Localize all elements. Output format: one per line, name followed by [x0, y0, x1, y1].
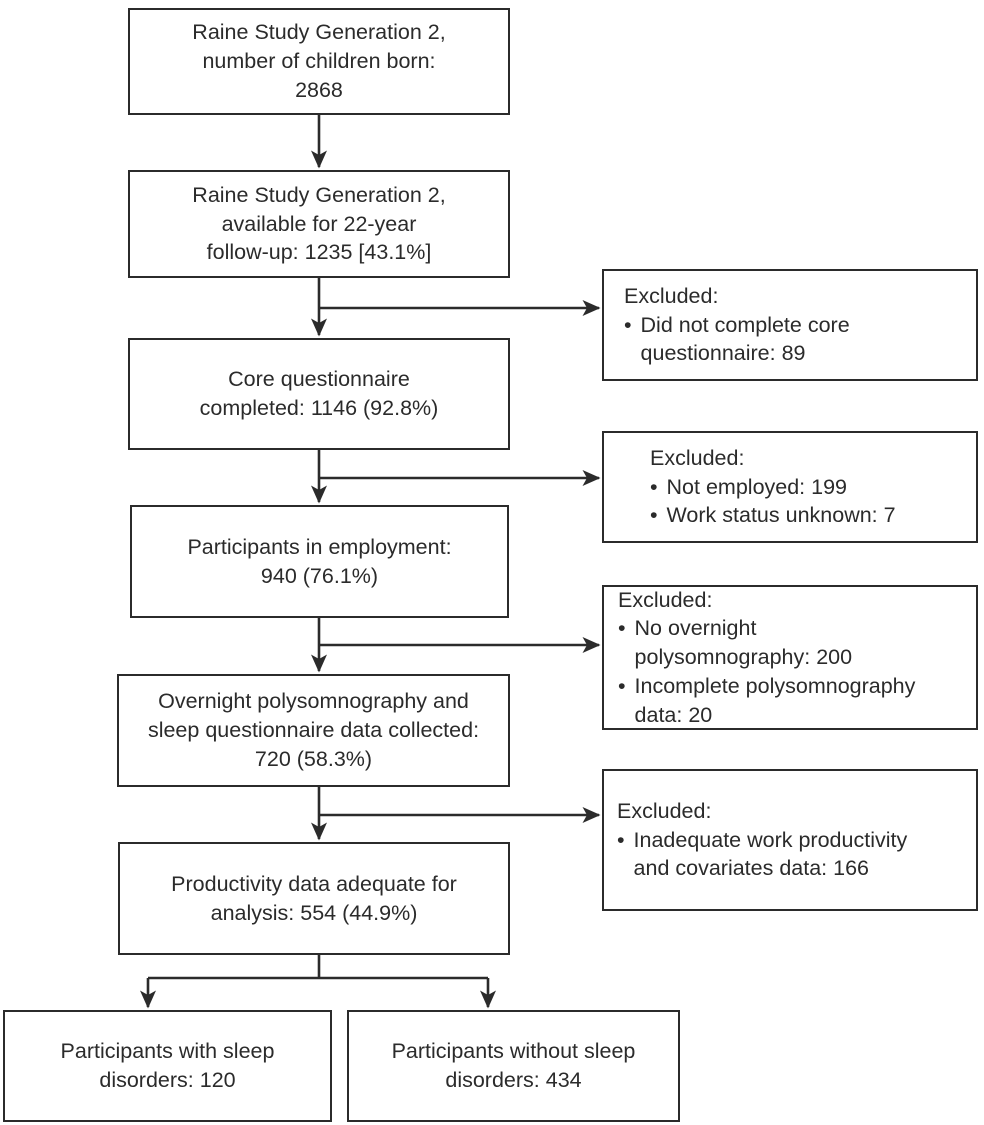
excluded-title: Excluded: [617, 798, 712, 823]
excluded-item-text: Did not complete core questionnaire: 89 [640, 312, 850, 366]
excluded-box-employment: Excluded: • Not employed: 199 • Work sta… [602, 431, 978, 543]
flow-box-polysomnography: Overnight polysomnography and sleep ques… [117, 674, 510, 787]
bullet-icon: • [618, 616, 626, 641]
excluded-item-text: No overnight polysomnography: 200 [634, 616, 853, 670]
excluded-item-text: Incomplete polysomnography data: 20 [634, 673, 916, 727]
excluded-box-core-questionnaire: Excluded: • Did not complete core questi… [602, 269, 978, 381]
flow-box-text: Participants in employment: 940 (76.1%) [187, 534, 452, 588]
flow-box-children-born: Raine Study Generation 2, number of chil… [128, 8, 510, 115]
flow-box-productivity-adequate: Productivity data adequate for analysis:… [118, 842, 510, 955]
flow-box-text: Core questionnaire completed: 1146 (92.8… [199, 367, 439, 420]
excluded-item: • Inadequate work productivity and covar… [617, 826, 966, 884]
excluded-title: Excluded: [618, 587, 713, 612]
excluded-item-text: Not employed: 199 [666, 474, 848, 499]
bullet-icon: • [618, 673, 626, 698]
outcome-box-without-sleep-disorders: Participants without sleep disorders: 43… [347, 1010, 680, 1122]
flow-box-text: Overnight polysomnography and sleep ques… [147, 689, 480, 771]
flow-box-text: Productivity data adequate for analysis:… [171, 871, 457, 925]
bullet-icon: • [650, 474, 658, 499]
flow-box-text: Raine Study Generation 2, number of chil… [192, 20, 446, 102]
bullet-icon: • [617, 827, 625, 852]
flow-box-core-questionnaire: Core questionnaire completed: 1146 (92.8… [128, 338, 510, 450]
excluded-item: • Did not complete core questionnaire: 8… [624, 311, 966, 369]
excluded-item-text: Work status unknown: 7 [666, 503, 896, 528]
flow-box-22-year-follow-up: Raine Study Generation 2, available for … [128, 170, 510, 278]
excluded-title: Excluded: [624, 283, 719, 308]
excluded-item: • No overnight polysomnography: 200 [618, 614, 966, 672]
bullet-icon: • [624, 312, 632, 337]
bullet-icon: • [650, 503, 658, 528]
excluded-item: • Work status unknown: 7 [650, 501, 966, 530]
excluded-box-polysomnography: Excluded: • No overnight polysomnography… [602, 585, 978, 730]
outcome-box-text: Participants with sleep disorders: 120 [60, 1039, 275, 1092]
excluded-title: Excluded: [650, 445, 745, 470]
excluded-box-productivity: Excluded: • Inadequate work productivity… [602, 769, 978, 911]
outcome-box-text: Participants without sleep disorders: 43… [391, 1039, 636, 1092]
excluded-item-text: Inadequate work productivity and covaria… [633, 827, 908, 881]
flow-box-text: Raine Study Generation 2, available for … [192, 182, 446, 265]
excluded-item: • Not employed: 199 [650, 473, 966, 502]
flow-box-employment: Participants in employment: 940 (76.1%) [130, 505, 509, 618]
excluded-item: • Incomplete polysomnography data: 20 [618, 672, 966, 730]
outcome-box-with-sleep-disorders: Participants with sleep disorders: 120 [3, 1010, 332, 1122]
